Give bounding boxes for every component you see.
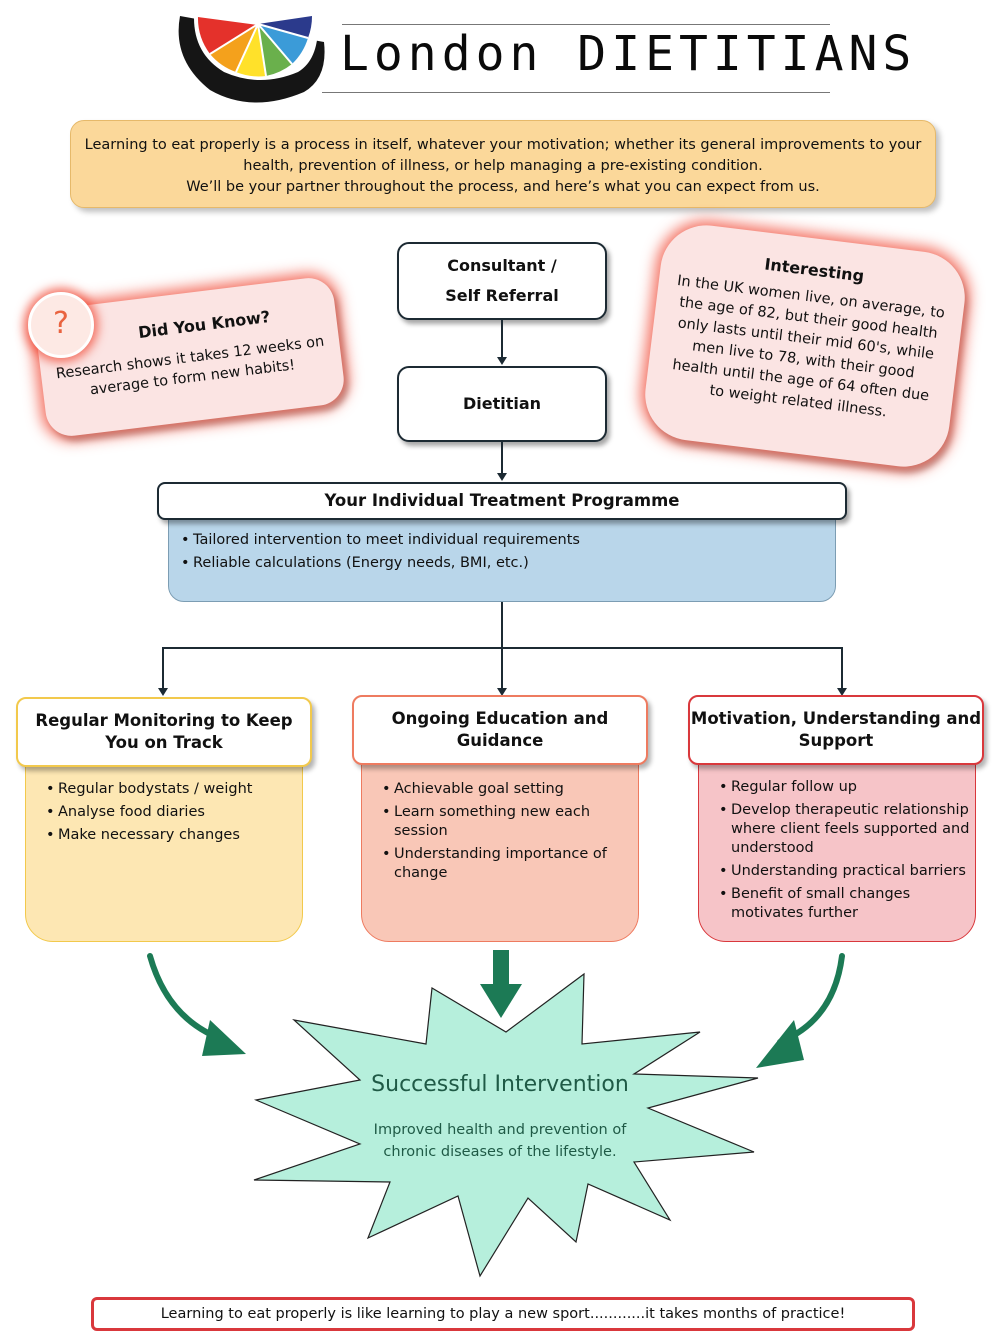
title-line: Guidance: [456, 731, 544, 750]
intro-line: health, prevention of illness, or help m…: [243, 158, 763, 174]
title-line: Regular Monitoring to Keep: [35, 711, 293, 730]
education-body: Achievable goal setting Learn something …: [361, 755, 639, 942]
connector: [162, 647, 843, 649]
outcome-line: Improved health and prevention of: [373, 1122, 627, 1138]
programme-item: Tailored intervention to meet individual…: [181, 529, 835, 552]
outcome-text: Improved health and prevention of chroni…: [300, 1119, 700, 1163]
connector-arrowhead: [837, 688, 847, 696]
connector-arrowhead: [497, 357, 507, 365]
title-line: You on Track: [105, 733, 223, 752]
programme-item: Reliable calculations (Energy needs, BMI…: [181, 552, 835, 575]
question-mark-icon: ?: [28, 292, 94, 358]
education-item: Learn something new each session: [382, 803, 638, 841]
logo-icon: [178, 15, 325, 103]
monitoring-item: Regular bodystats / weight: [46, 780, 302, 799]
footer-banner: Learning to eat properly is like learnin…: [91, 1297, 915, 1331]
interesting-callout: Interesting In the UK women live, on ave…: [639, 220, 971, 472]
curved-arrow-left-icon: [147, 953, 246, 1056]
intro-banner: Learning to eat properly is a process in…: [70, 120, 936, 208]
referral-line: Self Referral: [445, 286, 559, 305]
connector: [162, 647, 164, 689]
monitoring-body: Regular bodystats / weight Analyse food …: [25, 755, 303, 942]
question-glyph: ?: [53, 306, 69, 341]
outcome-title: Successful Intervention: [371, 1072, 629, 1097]
programme-title: Your Individual Treatment Programme: [157, 482, 847, 520]
motivation-body: Regular follow up Develop therapeutic re…: [698, 755, 976, 942]
motivation-title: Motivation, Understanding and Support: [688, 695, 984, 765]
intro-line: Learning to eat properly is a process in…: [84, 137, 922, 153]
title-line: Motivation, Understanding and: [690, 709, 982, 728]
connector: [501, 602, 503, 688]
curved-arrow-right-icon: [756, 953, 845, 1068]
monitoring-title: Regular Monitoring to Keep You on Track: [16, 697, 312, 767]
education-item: Achievable goal setting: [382, 780, 638, 799]
referral-line: Consultant /: [447, 256, 557, 275]
outcome-line: chronic diseases of the lifestyle.: [383, 1144, 617, 1160]
monitoring-item: Analyse food diaries: [46, 803, 302, 822]
education-item: Understanding importance of change: [382, 845, 638, 883]
title-line: Ongoing Education and: [391, 709, 609, 728]
down-arrow-icon: [480, 950, 522, 1018]
motivation-item: Understanding practical barriers: [719, 862, 975, 881]
brand-name: London DIETITIANS: [340, 26, 917, 82]
connector-arrowhead: [497, 688, 507, 696]
connector-arrowhead: [497, 473, 507, 481]
dietitian-label: Dietitian: [462, 394, 542, 413]
connector-arrowhead: [158, 688, 168, 696]
dietitian-box: Dietitian: [397, 366, 607, 442]
connector: [501, 442, 503, 474]
programme-body: Tailored intervention to meet individual…: [168, 512, 836, 602]
motivation-item: Benefit of small changes motivates furth…: [719, 885, 975, 923]
title-line: Support: [798, 731, 874, 750]
education-title: Ongoing Education and Guidance: [352, 695, 648, 765]
connector: [841, 647, 843, 689]
intro-line: We’ll be your partner throughout the pro…: [186, 179, 820, 195]
outcome-starburst: [253, 972, 759, 1278]
monitoring-item: Make necessary changes: [46, 826, 302, 845]
motivation-item: Develop therapeutic relationship where c…: [719, 801, 975, 858]
brand-rule: [342, 24, 830, 25]
connector: [501, 320, 503, 358]
motivation-item: Regular follow up: [719, 778, 975, 797]
brand-rule: [322, 92, 830, 93]
referral-box: Consultant / Self Referral: [397, 242, 607, 320]
